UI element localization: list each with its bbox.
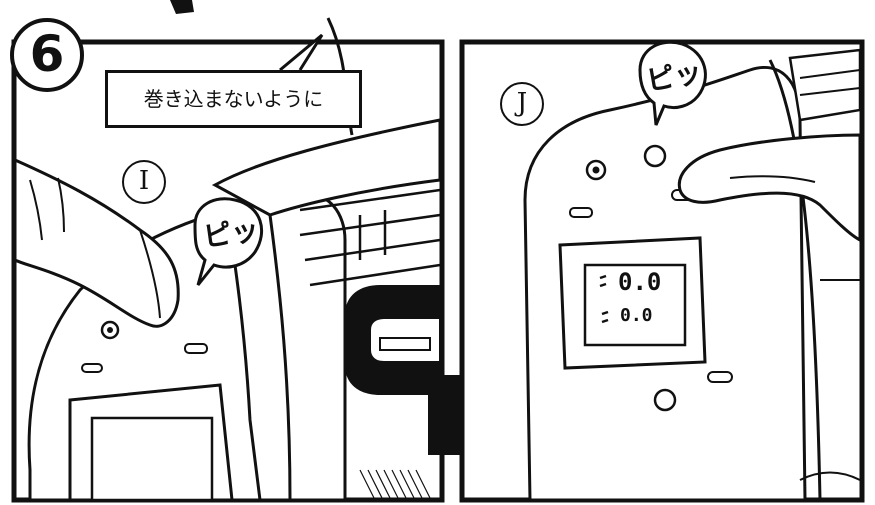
right-panel	[459, 39, 865, 503]
caution-callout: 巻き込まないように	[105, 70, 362, 128]
lcd-top-value: 0.0	[618, 268, 662, 296]
belt-slats	[299, 188, 441, 287]
stop-button[interactable]	[707, 371, 733, 383]
upright-frame	[211, 118, 442, 217]
marker-left: I	[122, 160, 166, 204]
sound-bubble-left	[193, 197, 264, 286]
settings-button-right[interactable]	[643, 144, 667, 168]
small-button-right[interactable]	[569, 207, 593, 218]
reset-button-left[interactable]	[184, 343, 208, 354]
step-number-badge: 6	[10, 18, 84, 92]
finger-right	[677, 133, 862, 243]
small-button-left[interactable]	[81, 363, 103, 373]
lcd-bottom-value: 0.0	[620, 305, 653, 326]
start-button[interactable]	[653, 388, 677, 412]
marker-right: J	[500, 82, 544, 126]
cable-plug	[170, 0, 194, 14]
finger-left	[13, 157, 180, 328]
beep-text-left: ピッ	[201, 213, 262, 254]
sound-bubble-right	[638, 40, 707, 126]
